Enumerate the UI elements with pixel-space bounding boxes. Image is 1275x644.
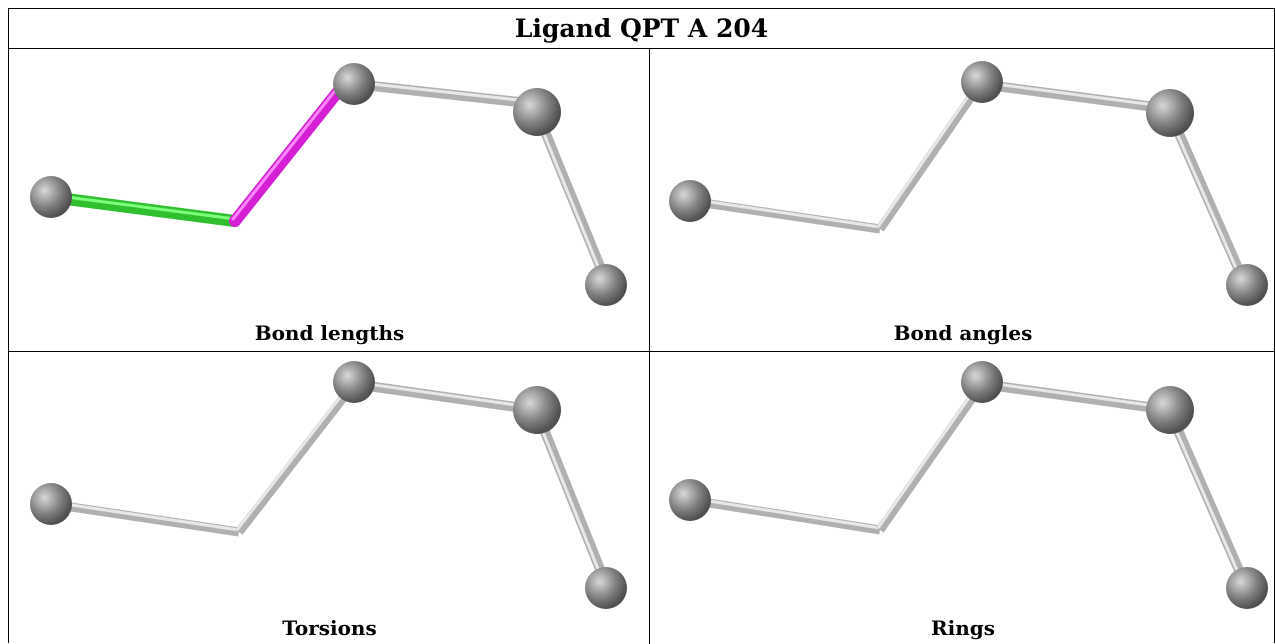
validation-table: Ligand QPT A 204 Bond lengths (8, 8, 1275, 644)
column-divider (649, 49, 650, 644)
molecule-image-bond-angles (669, 61, 1268, 306)
atom (333, 361, 375, 403)
atom (513, 386, 561, 434)
panel-rings: Rings (650, 352, 1275, 644)
panel-bond-lengths: Bond lengths (9, 49, 650, 352)
atom (1146, 386, 1194, 434)
atom (961, 61, 1003, 103)
caption-bond-angles: Bond angles (893, 321, 1033, 345)
molecule-image-bond-lengths (30, 63, 627, 306)
atom (585, 567, 627, 609)
atom (333, 63, 375, 105)
molecule-image-torsions (30, 361, 627, 609)
atom (1226, 567, 1268, 609)
row-divider (9, 351, 1274, 352)
atom (513, 88, 561, 136)
atom (1146, 89, 1194, 137)
ligand-title: Ligand QPT A 204 (9, 9, 1274, 49)
atom (30, 483, 72, 525)
atom (30, 176, 72, 218)
molecule-image-rings (669, 361, 1268, 609)
caption-bond-lengths: Bond lengths (254, 321, 405, 345)
atom (585, 264, 627, 306)
atom (961, 361, 1003, 403)
caption-torsions: Torsions (282, 616, 377, 640)
caption-rings: Rings (930, 616, 995, 640)
atom (1226, 264, 1268, 306)
panel-torsions: Torsions (9, 352, 650, 644)
panel-bond-angles: Bond angles (650, 49, 1275, 352)
atom (669, 479, 711, 521)
bond-highlight-magenta (229, 78, 350, 227)
bond-highlight-green (45, 191, 241, 227)
atom (669, 180, 711, 222)
